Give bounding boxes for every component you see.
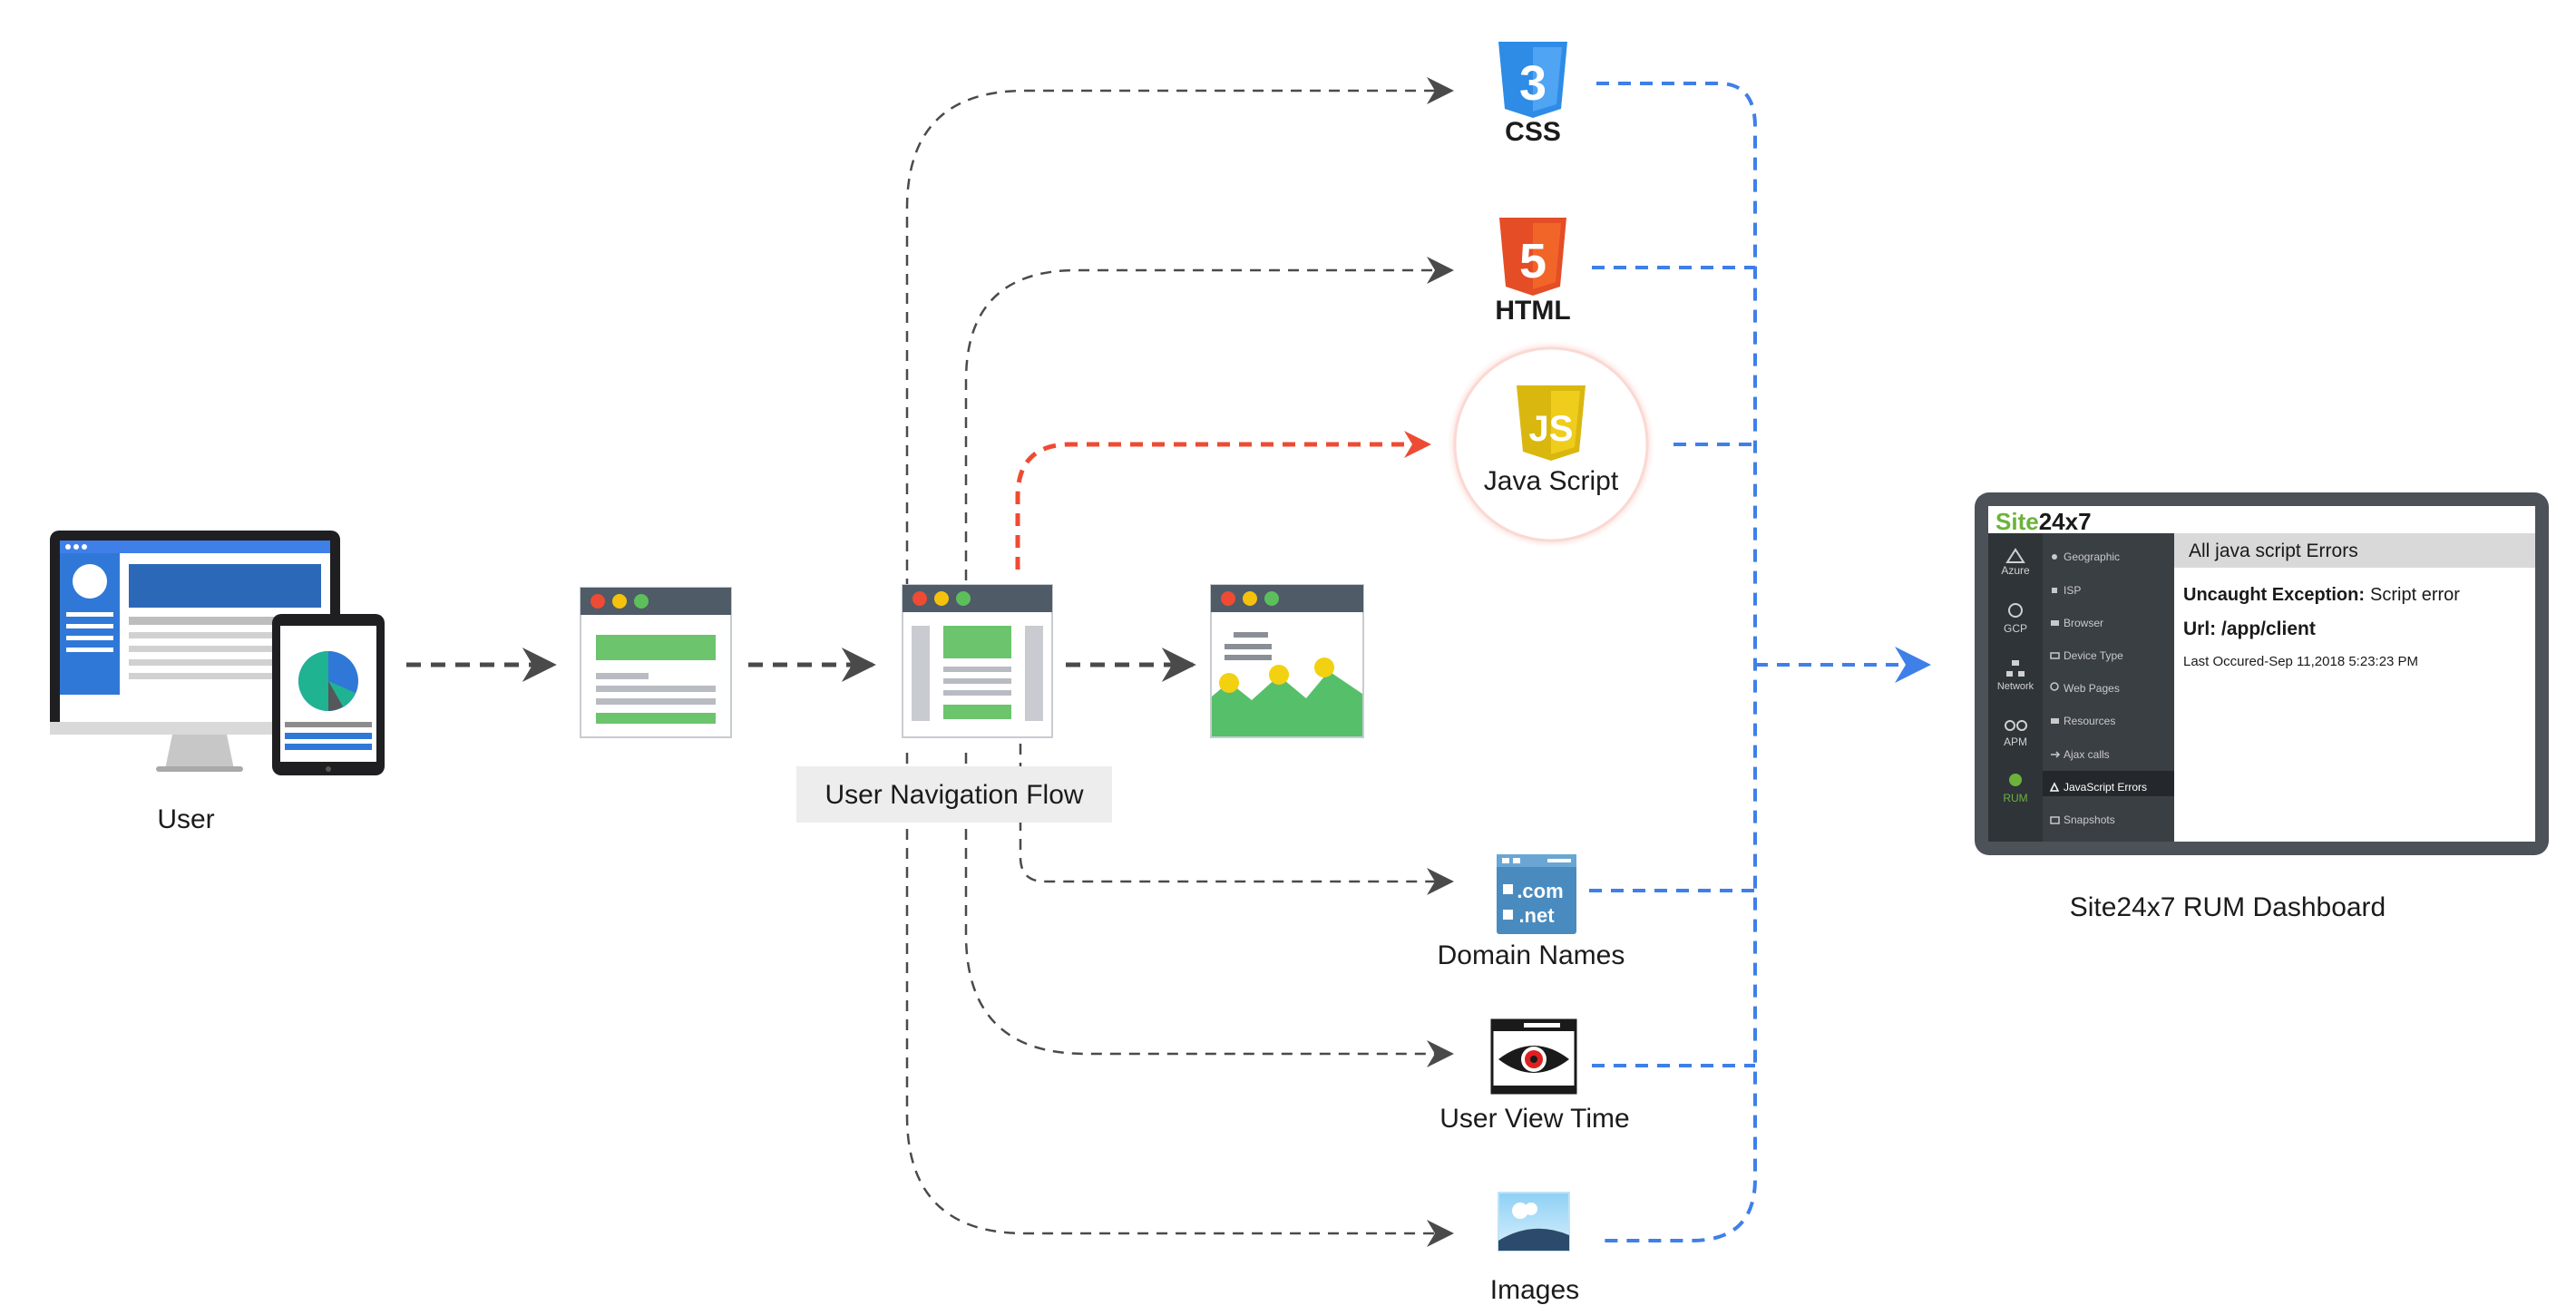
connector-to-domain	[1019, 744, 1454, 895]
snapshots-icon	[2050, 816, 2060, 824]
rum-icon	[2009, 774, 2022, 786]
menu-device-type[interactable]: Device Type	[2064, 649, 2123, 662]
user-view-time-icon	[1490, 1018, 1577, 1095]
error-line: Uncaught Exception:Script error	[2183, 585, 2460, 605]
menu-resources[interactable]: Resources	[2064, 715, 2115, 727]
menu-active-highlight	[2043, 771, 2174, 796]
logo-number: 24x7	[2039, 508, 2092, 535]
left-nav-network[interactable]: Network	[1997, 681, 2034, 692]
page-2-icon	[902, 584, 1053, 738]
page-3-icon	[1210, 584, 1364, 738]
apm-icon	[2005, 720, 2027, 731]
left-nav-apm[interactable]: APM	[2004, 735, 2027, 748]
ajax-icon	[2051, 751, 2061, 758]
images-label: Images	[1490, 1275, 1579, 1305]
panel-title-bar	[2174, 533, 2535, 568]
user-devices-icon	[50, 531, 385, 775]
logo-site: Site	[1995, 508, 2039, 535]
dashboard-left-nav	[1988, 533, 2043, 842]
connector-to-javascript	[1015, 431, 1431, 570]
left-nav-azure[interactable]: Azure	[2001, 564, 2030, 577]
site24x7-logo: Site24x7	[1995, 508, 2092, 535]
error-label: Uncaught Exception:	[2183, 585, 2365, 605]
network-icon	[2006, 660, 2025, 677]
gcp-icon	[2008, 603, 2023, 618]
user-view-time-label: User View Time	[1439, 1104, 1630, 1134]
menu-browser[interactable]: Browser	[2064, 617, 2103, 629]
html-badge: 5	[1519, 234, 1547, 288]
javascript-badge: JS	[1529, 409, 1574, 449]
device-type-icon	[2050, 652, 2060, 659]
url-line: Url: /app/client	[2183, 619, 2316, 639]
nav-flow-label: User Navigation Flow	[825, 780, 1083, 810]
error-value: Script error	[2370, 585, 2460, 605]
resources-icon	[2051, 718, 2059, 724]
panel-title: All java script Errors	[2189, 541, 2358, 561]
menu-snapshots[interactable]: Snapshots	[2064, 813, 2115, 826]
connector-to-css	[905, 77, 1454, 589]
page-1-icon	[580, 587, 732, 738]
warning-icon	[2049, 782, 2060, 792]
azure-icon	[2005, 548, 2025, 563]
connector-to-viewtime	[964, 753, 1454, 1067]
menu-ajax-calls[interactable]: Ajax calls	[2064, 748, 2110, 761]
domain-names-icon: .com .net	[1497, 854, 1576, 934]
css-icon: 3	[1498, 42, 1567, 118]
last-occured-line: Last Occured-Sep 11,2018 5:23:23 PM	[2183, 654, 2418, 669]
web-pages-icon	[2050, 682, 2059, 691]
javascript-label: Java Script	[1484, 466, 1619, 496]
dashboard-label: Site24x7 RUM Dashboard	[2070, 892, 2386, 922]
menu-isp[interactable]: ISP	[2064, 584, 2081, 597]
blue-collector-lines	[1589, 82, 1931, 1242]
geographic-icon	[2052, 554, 2057, 560]
browser-icon	[2051, 620, 2059, 626]
left-nav-gcp[interactable]: GCP	[2004, 622, 2027, 635]
menu-geographic[interactable]: Geographic	[2064, 550, 2120, 563]
left-nav-rum[interactable]: RUM	[2003, 792, 2027, 804]
css-label: CSS	[1505, 117, 1561, 147]
blue-line-css	[1596, 82, 1757, 1242]
domain-names-label: Domain Names	[1438, 940, 1625, 970]
connector-to-images	[905, 753, 1454, 1247]
rum-dashboard: Site24x7 Azure GCP Network APM RUM Geogr…	[1975, 492, 2549, 855]
domain-com: .com	[1517, 880, 1563, 902]
images-icon	[1498, 1192, 1570, 1252]
menu-javascript-errors[interactable]: JavaScript Errors	[2064, 781, 2147, 794]
user-label: User	[157, 804, 214, 834]
html5-icon: 5	[1499, 218, 1566, 296]
css-badge: 3	[1519, 56, 1547, 111]
domain-net: .net	[1518, 904, 1555, 927]
nav-flow-label-box	[796, 766, 1112, 823]
isp-icon	[2052, 588, 2057, 593]
javascript-icon: JS	[1517, 385, 1586, 461]
html-label: HTML	[1495, 296, 1570, 326]
menu-web-pages[interactable]: Web Pages	[2064, 682, 2120, 695]
connector-to-html	[964, 257, 1454, 580]
branch-connectors	[905, 77, 1454, 1247]
